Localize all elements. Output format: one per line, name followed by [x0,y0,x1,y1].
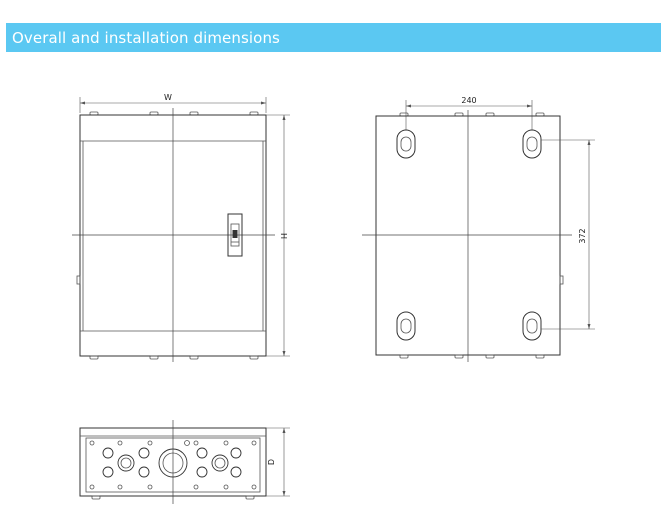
bottom-view: D [79,420,290,504]
section-title: Overall and installation dimensions [12,28,280,47]
door-lock-icon [227,213,243,257]
rear-horizontal-dimension: 240 [405,96,533,130]
rear-horizontal-spacing-label: 240 [461,96,476,105]
front-view: W [72,93,290,362]
bottom-depth-label: D [267,459,276,465]
front-height-label: H [279,233,288,239]
front-height-dimension: H [266,114,290,357]
front-width-label: W [164,93,172,102]
mounting-hole-top-right [522,129,542,159]
rear-vertical-spacing-label: 372 [578,228,587,243]
mounting-hole-top-left [396,129,416,159]
rear-view: 240 [362,96,595,362]
rear-vertical-dimension: 372 [541,139,595,330]
cable-gland-holes [102,440,242,478]
section-header-bar: Overall and installation dimensions [6,23,661,52]
front-side-hinge [76,275,81,285]
front-width-dimension: W [79,93,267,113]
front-bottom-feet [89,355,259,360]
mounting-hole-bottom-left [396,311,416,341]
bottom-depth-dimension: D [266,427,290,497]
mounting-hole-bottom-right [522,311,542,341]
